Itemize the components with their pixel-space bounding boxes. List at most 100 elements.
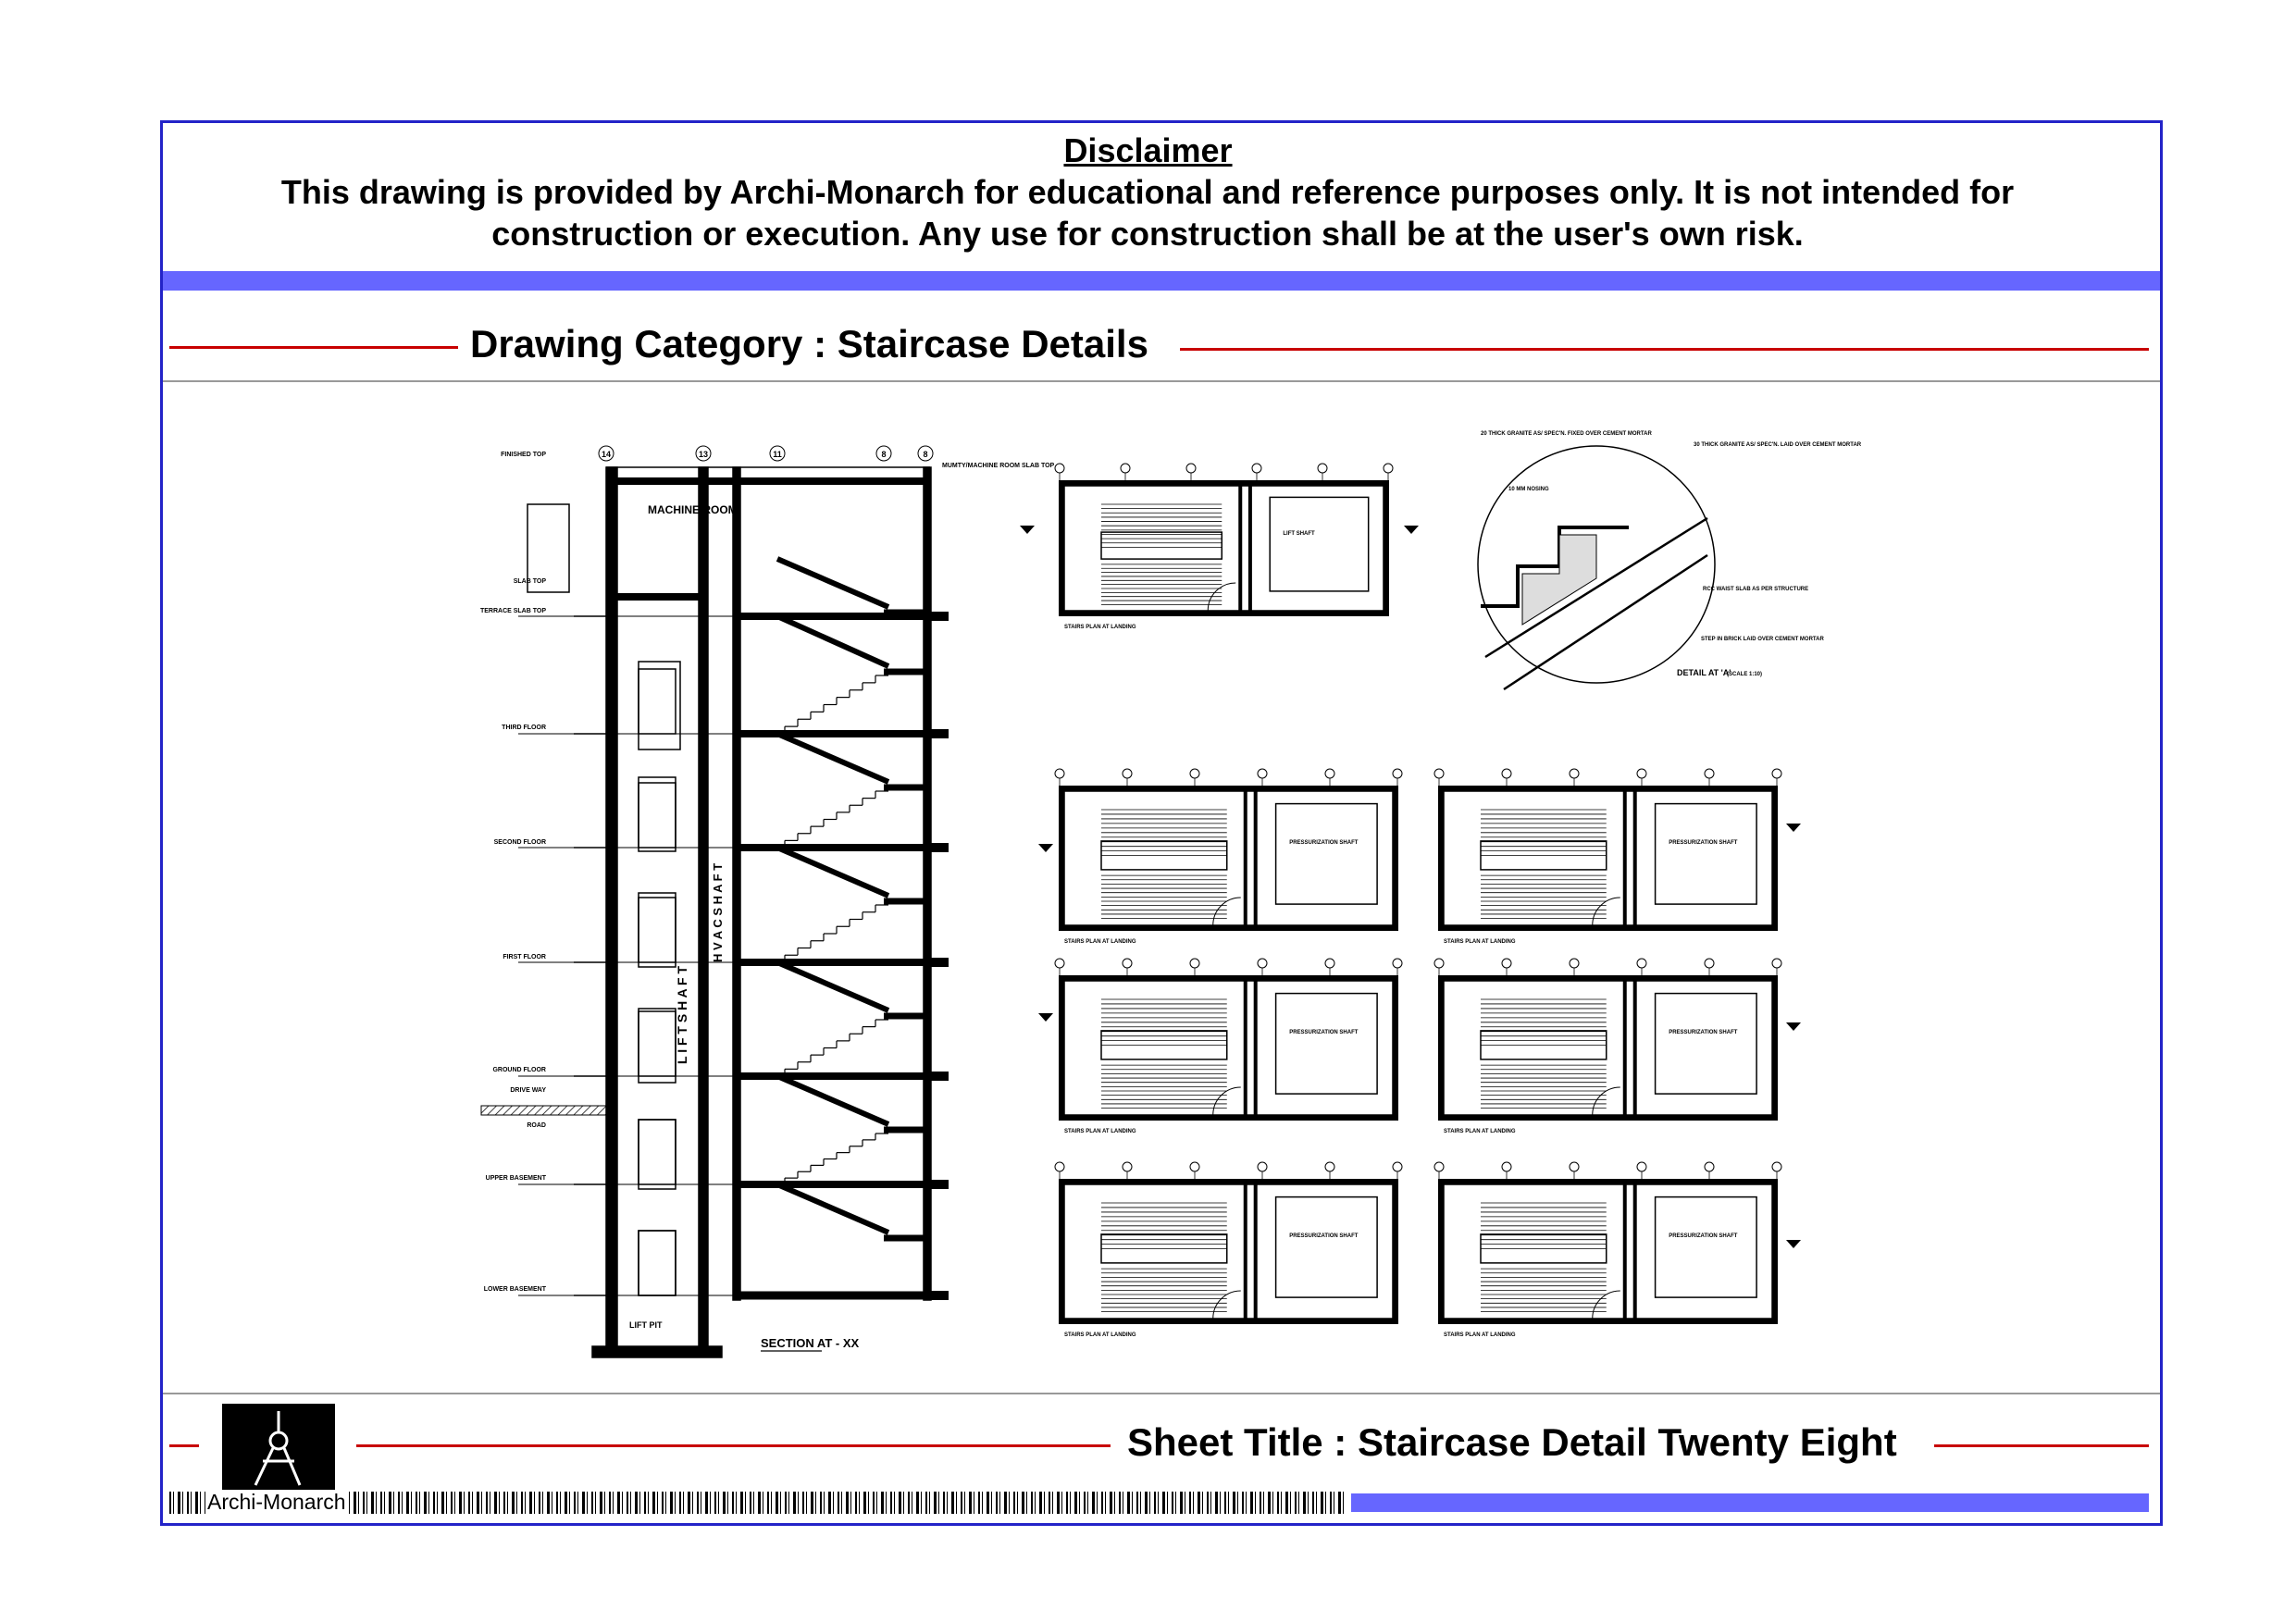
plan-wall	[1438, 786, 1778, 792]
grid-bubble	[1501, 958, 1512, 969]
detail-scale: (SCALE 1:10)	[1727, 672, 1762, 677]
plan-shaft-label: PRESSURIZATION SHAFT	[1289, 1030, 1359, 1035]
plan-wall	[1438, 1318, 1778, 1324]
grid-bubble	[1433, 958, 1445, 969]
section-marker-icon	[1786, 1022, 1801, 1031]
plan-wall	[1392, 975, 1398, 1121]
door-opening	[638, 776, 676, 852]
category-rule-left	[169, 346, 458, 349]
grid-bubble	[1317, 463, 1328, 474]
plan-landing	[1100, 1030, 1228, 1060]
barcode-strip	[169, 1492, 1347, 1514]
lift-shaft-label: L I F T S H A F T	[675, 966, 689, 1064]
plan-title: STAIRS PLAN AT LANDING	[1444, 1129, 1516, 1134]
plan-title: STAIRS PLAN AT LANDING	[1444, 939, 1516, 945]
plan-shaft	[1274, 802, 1378, 905]
stair-flight-down	[776, 613, 890, 669]
plan-wall	[1059, 480, 1389, 487]
grid-bubble	[1257, 958, 1268, 969]
grid-ref-label: 11	[773, 450, 782, 459]
grid-bubble	[695, 445, 712, 462]
grid-bubble	[1122, 768, 1133, 779]
grid-bubble	[875, 445, 892, 462]
level-label: TERRACE SLAB TOP	[480, 608, 546, 614]
plan-wall	[1771, 1179, 1778, 1324]
plan-wall	[1383, 480, 1389, 616]
step-profile	[1481, 526, 1629, 608]
plan-wall	[1771, 975, 1778, 1121]
category-rule-right	[1180, 348, 2149, 351]
grid-bubble	[1704, 958, 1715, 969]
plan-wall	[1438, 1114, 1778, 1121]
footer-band	[1351, 1493, 2149, 1512]
door-opening	[638, 892, 676, 968]
plan-shaft-label: PRESSURIZATION SHAFT	[1289, 840, 1359, 846]
plan-shaft	[1269, 496, 1370, 592]
plan-title: STAIRS PLAN AT LANDING	[1064, 1332, 1136, 1338]
grid-bubble	[1501, 1161, 1512, 1172]
detail-note: STEP IN BRICK LAID OVER CEMENT MORTAR	[1701, 637, 1824, 642]
plan-wall	[1438, 924, 1778, 931]
grid-bubble	[1704, 1161, 1715, 1172]
grid-bubble	[1120, 463, 1131, 474]
grid-bubble	[1189, 768, 1200, 779]
plan-title: STAIRS PLAN AT LANDING	[1064, 939, 1136, 945]
detail-title: DETAIL AT 'A'	[1677, 668, 1731, 677]
header-band	[163, 271, 2160, 291]
stair-flight-down	[776, 556, 890, 610]
stair-wall-left	[732, 466, 741, 1301]
plan-outline	[1059, 975, 1398, 1121]
detail-note: RCC WAIST SLAB AS PER STRUCTURE	[1703, 587, 1808, 592]
plan-landing	[1100, 531, 1222, 560]
section-marker-icon	[1020, 526, 1035, 534]
grid-bubble	[1324, 1161, 1335, 1172]
level-label: LOWER BASEMENT	[484, 1286, 547, 1293]
sheet-rule-right	[1934, 1444, 2149, 1447]
grid-bubble	[1569, 1161, 1580, 1172]
door-swing	[1592, 1290, 1620, 1319]
ground-hatch	[480, 1105, 607, 1116]
stair-flight-down	[776, 845, 890, 898]
header-divider	[163, 380, 2160, 382]
plan-outline	[1059, 786, 1398, 931]
section-marker-icon	[1404, 526, 1419, 534]
plan-landing	[1480, 840, 1607, 871]
sheet-rule-left-short	[169, 1444, 199, 1447]
disclaimer-title: Disclaimer	[1063, 131, 1233, 169]
grid-bubble	[1054, 1161, 1065, 1172]
plan-wall	[1438, 1179, 1445, 1324]
waist-slab-top	[1484, 516, 1708, 659]
level-label: SLAB TOP	[514, 578, 547, 585]
level-label: UPPER BASEMENT	[486, 1175, 547, 1182]
door-swing	[1592, 1086, 1620, 1116]
grid-bubble	[1251, 463, 1262, 474]
grid-ref-label: 14	[602, 450, 611, 459]
plan-outline	[1059, 1179, 1398, 1324]
plan-wall	[1771, 786, 1778, 931]
level-label: FINISHED TOP	[501, 452, 546, 458]
archi-monarch-logo	[222, 1404, 335, 1492]
grid-bubble	[1257, 1161, 1268, 1172]
plan-wall	[1059, 1179, 1065, 1324]
level-label: FIRST FLOOR	[503, 954, 546, 960]
plan-wall	[1438, 975, 1445, 1121]
door-swing	[1212, 1086, 1241, 1116]
plan-shaft	[1654, 1196, 1757, 1298]
door-swing	[1207, 582, 1236, 612]
section-marker-icon	[1038, 1013, 1053, 1022]
section-marker-icon	[1786, 1240, 1801, 1248]
level-label: GROUND FLOOR	[492, 1067, 546, 1073]
plan-landing	[1100, 1233, 1228, 1264]
plan-shaft-label: PRESSURIZATION SHAFT	[1669, 1233, 1738, 1239]
plan-title: STAIRS PLAN AT LANDING	[1064, 625, 1136, 630]
detail-note: 30 THICK GRANITE AS/ SPEC'N. LAID OVER C…	[1694, 442, 1862, 448]
grid-bubble	[1324, 768, 1335, 779]
grid-ref-label: 8	[881, 450, 886, 459]
plan-outline	[1059, 480, 1389, 616]
section-title: SECTION AT - XX	[761, 1336, 860, 1350]
brand-name: Archi-Monarch	[205, 1490, 348, 1515]
lift-door	[638, 1230, 676, 1296]
door-opening	[638, 1119, 676, 1190]
plan-landing	[1480, 1233, 1607, 1264]
plan-outline	[1438, 786, 1778, 931]
